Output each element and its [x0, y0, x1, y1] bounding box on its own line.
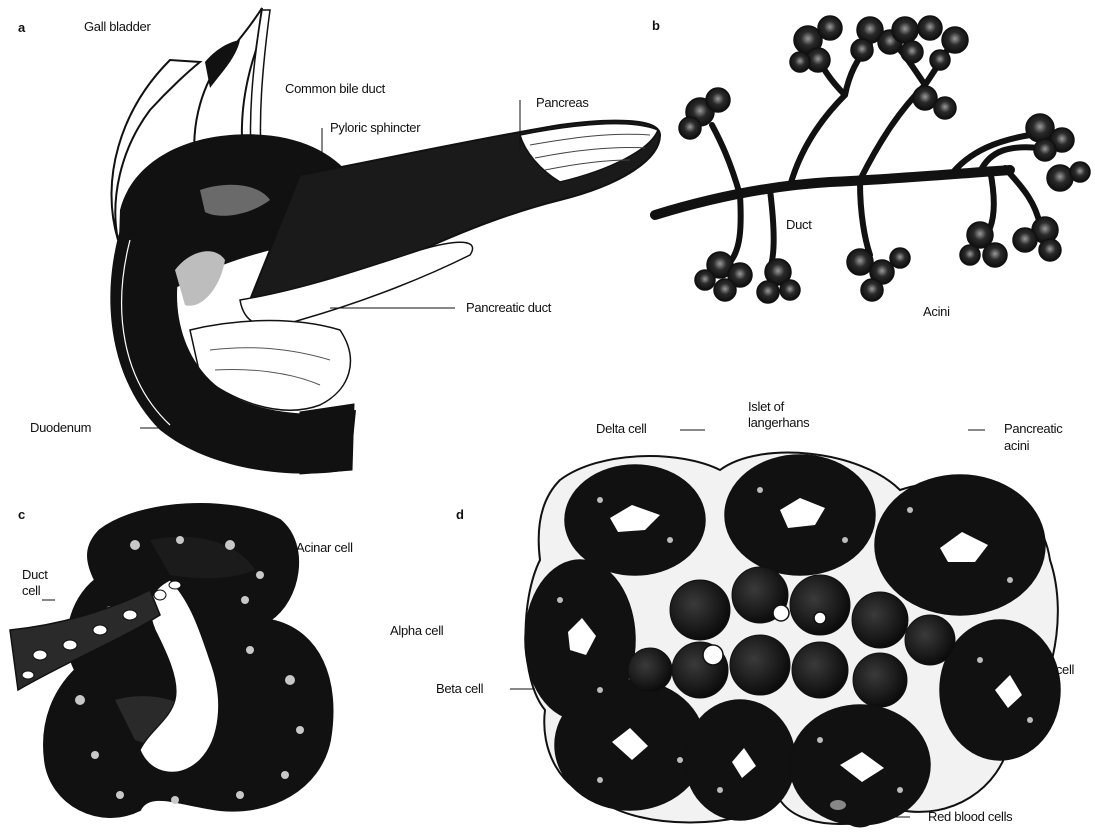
label-islet-line2: langerhans: [748, 416, 809, 430]
duct-tree: [655, 170, 1010, 215]
label-beta-cell: Beta cell: [436, 682, 483, 696]
acini-clusters: [679, 16, 1090, 303]
label-delta-cell: Delta cell: [596, 422, 646, 436]
label-pancreas: Pancreas: [536, 96, 589, 110]
label-duct-cell-line1: Duct: [22, 568, 48, 582]
panel-letter-d: d: [456, 507, 464, 522]
panel-letter-c: c: [18, 507, 25, 522]
panel-c-drawing: [10, 504, 333, 817]
label-pyloric-sphincter: Pyloric sphincter: [330, 121, 420, 135]
panel-a-drawing: [110, 8, 660, 474]
label-islet-line1: Islet of: [748, 400, 784, 414]
label-duodenum: Duodenum: [30, 421, 91, 435]
label-alpha-cell: Alpha cell: [390, 624, 443, 638]
label-acinar-cell: Acinar cell: [296, 541, 353, 555]
panel-letter-b: b: [652, 18, 660, 33]
label-red-blood-cells: Red blood cells: [928, 810, 1012, 824]
label-pancreatic-acini-line1: Pancreatic: [1004, 422, 1062, 436]
label-acini: Acini: [923, 305, 950, 319]
label-gall-bladder: Gall bladder: [84, 20, 151, 34]
label-pancreatic-duct: Pancreatic duct: [466, 301, 551, 315]
label-duct-cell-line2: cell: [22, 584, 40, 598]
label-pp-cell: PP cell: [1036, 663, 1074, 677]
panel-d-drawing: [525, 453, 1060, 827]
label-common-bile-duct: Common bile duct: [285, 82, 385, 96]
label-pancreatic-acini-line2: acini: [1004, 439, 1029, 453]
label-duct: Duct: [786, 218, 812, 232]
panel-b-drawing: [655, 16, 1090, 303]
panel-letter-a: a: [18, 20, 25, 35]
